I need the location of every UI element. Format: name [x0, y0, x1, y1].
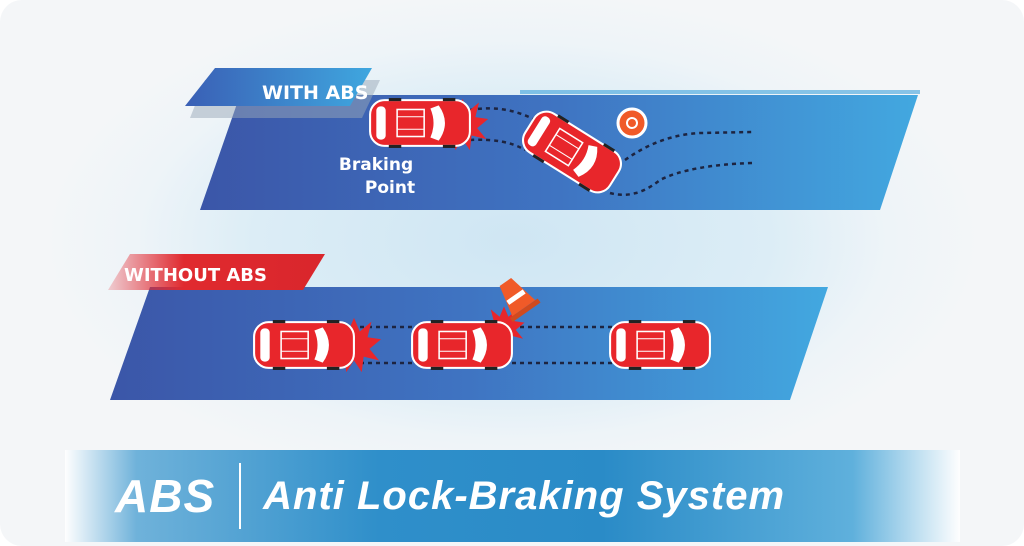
banner-divider	[239, 463, 242, 529]
braking-point-label-2: Point	[365, 178, 415, 198]
label-with-abs: WITH ABS	[262, 82, 368, 104]
road-highlight	[520, 90, 920, 94]
traffic-cone-icon	[499, 277, 541, 323]
car-icon	[609, 320, 711, 370]
obstacle-target-icon	[616, 107, 648, 139]
tag-without-abs	[108, 254, 325, 290]
title-banner: ABS Anti Lock-Braking System	[65, 450, 960, 542]
braking-point-label: Braking	[339, 155, 413, 175]
tag-with-abs	[185, 68, 372, 106]
car-icon	[369, 98, 471, 148]
banner-title: Anti Lock-Braking System	[263, 473, 786, 518]
banner-abbr: ABS	[115, 470, 216, 522]
car-icon	[411, 320, 513, 370]
label-without-abs: WITHOUT ABS	[124, 265, 267, 286]
skid-tracks-with-abs	[469, 107, 753, 197]
car-icon	[253, 320, 355, 370]
